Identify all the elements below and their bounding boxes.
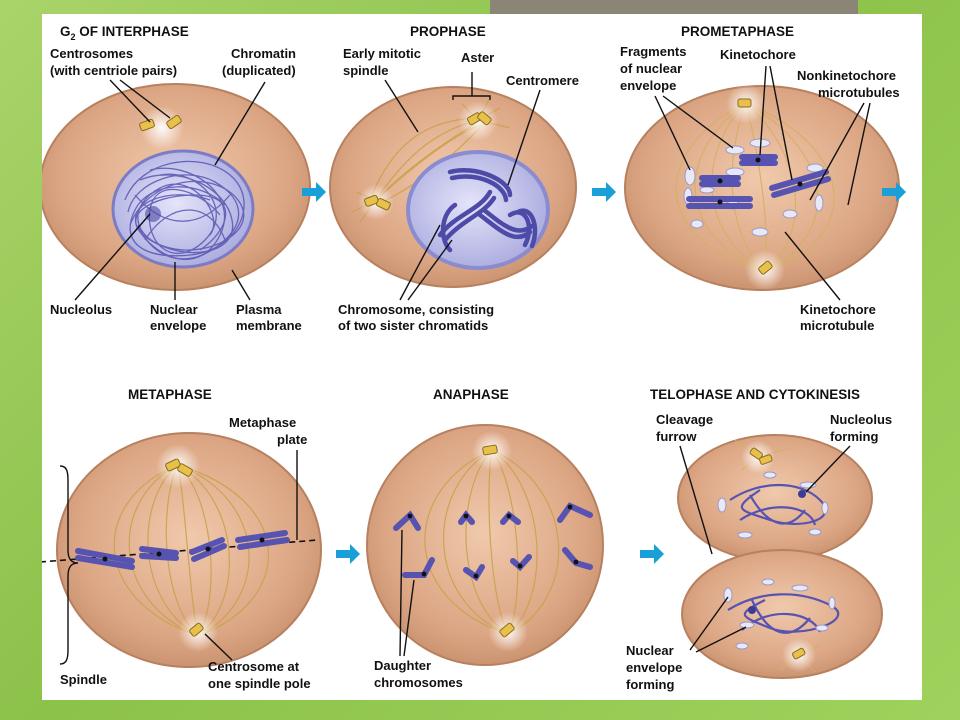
title-g2-interphase: G2 OF INTERPHASE [60, 24, 189, 42]
label-centrosomes: Centrosomes [50, 46, 133, 61]
cell-telophase [677, 434, 883, 679]
label-chromatin: Chromatin [231, 46, 296, 61]
label-daughter-chromosomes: Daughter [374, 658, 431, 673]
label-plasma-membrane-2: membrane [236, 318, 302, 333]
arrow-icon [336, 544, 360, 564]
label-fragments-2: of nuclear [620, 61, 682, 76]
label-nuclear-envelope-forming: Nuclear [626, 643, 674, 658]
slide-top-tab [490, 0, 858, 14]
label-fragments-3: envelope [620, 78, 676, 93]
label-metaphase-plate: Metaphase [229, 415, 296, 430]
label-nonkinetochore-2: microtubules [818, 85, 900, 100]
title-telophase: TELOPHASE AND CYTOKINESIS [650, 387, 860, 402]
cell-prophase [329, 86, 577, 288]
leader-lines-prometaphase [654, 65, 871, 301]
label-kinetochore: Kinetochore [720, 47, 796, 62]
cell-anaphase [366, 424, 604, 666]
leader-lines-g2 [74, 79, 266, 301]
arrow-icon [302, 182, 326, 202]
label-plasma-membrane: Plasma [236, 302, 282, 317]
label-kinetochore-microtubule-2: microtubule [800, 318, 874, 333]
title-prometaphase: PROMETAPHASE [681, 24, 794, 39]
label-aster: Aster [461, 50, 494, 65]
leader-lines-anaphase [399, 529, 415, 657]
chromosome-icon [437, 168, 538, 253]
chromatin-tangle [124, 160, 245, 261]
arrow-icon [640, 544, 664, 564]
leader-lines-telophase [679, 445, 851, 653]
label-daughter-chromosomes-2: chromosomes [374, 675, 463, 690]
label-early-spindle-2: spindle [343, 63, 389, 78]
label-centrosome-pole-2: one spindle pole [208, 676, 311, 691]
label-fragments: Fragments [620, 44, 686, 59]
label-chromosome-2: of two sister chromatids [338, 318, 488, 333]
label-nuclear-envelope-forming-3: forming [626, 677, 674, 692]
title-prophase: PROPHASE [410, 24, 486, 39]
title-metaphase: METAPHASE [128, 387, 212, 402]
chromosome-icon [686, 154, 831, 209]
label-chromatin-detail: (duplicated) [222, 63, 296, 78]
label-nuclear-envelope-2: envelope [150, 318, 206, 333]
cell-g2-interphase [42, 83, 311, 291]
label-nucleolus: Nucleolus [50, 302, 112, 317]
label-nucleolus-forming-2: forming [830, 429, 878, 444]
label-nucleolus-forming: Nucleolus [830, 412, 892, 427]
label-centrosomes-detail: (with centriole pairs) [50, 63, 177, 78]
label-early-spindle: Early mitotic [343, 46, 421, 61]
label-cleavage-furrow: Cleavage [656, 412, 713, 427]
diagram-panel: G2 OF INTERPHASE PROPHASE PROMETAPHASE M… [42, 14, 922, 700]
nucleolus-dot [145, 206, 161, 222]
envelope-fragments [683, 138, 824, 237]
cell-prometaphase [624, 84, 900, 291]
label-nuclear-envelope-forming-2: envelope [626, 660, 682, 675]
leader-lines-prophase [384, 72, 541, 301]
label-spindle: Spindle [60, 672, 107, 687]
leader-lines-metaphase [59, 450, 298, 665]
label-chromosome: Chromosome, consisting [338, 302, 494, 317]
label-metaphase-plate-2: plate [277, 432, 307, 447]
label-centromere: Centromere [506, 73, 579, 88]
label-cleavage-furrow-2: furrow [656, 429, 697, 444]
label-centrosome-pole: Centrosome at [208, 659, 300, 674]
centrosome-pair-icon [139, 106, 184, 150]
label-nuclear-envelope: Nuclear [150, 302, 198, 317]
title-anaphase: ANAPHASE [433, 387, 509, 402]
cell-metaphase [42, 432, 322, 668]
mitosis-diagram: G2 OF INTERPHASE PROPHASE PROMETAPHASE M… [42, 24, 906, 692]
label-nonkinetochore: Nonkinetochore [797, 68, 896, 83]
arrow-icon [882, 182, 906, 202]
arrow-icon [592, 182, 616, 202]
label-kinetochore-microtubule: Kinetochore [800, 302, 876, 317]
chromosome-icon [75, 530, 290, 570]
